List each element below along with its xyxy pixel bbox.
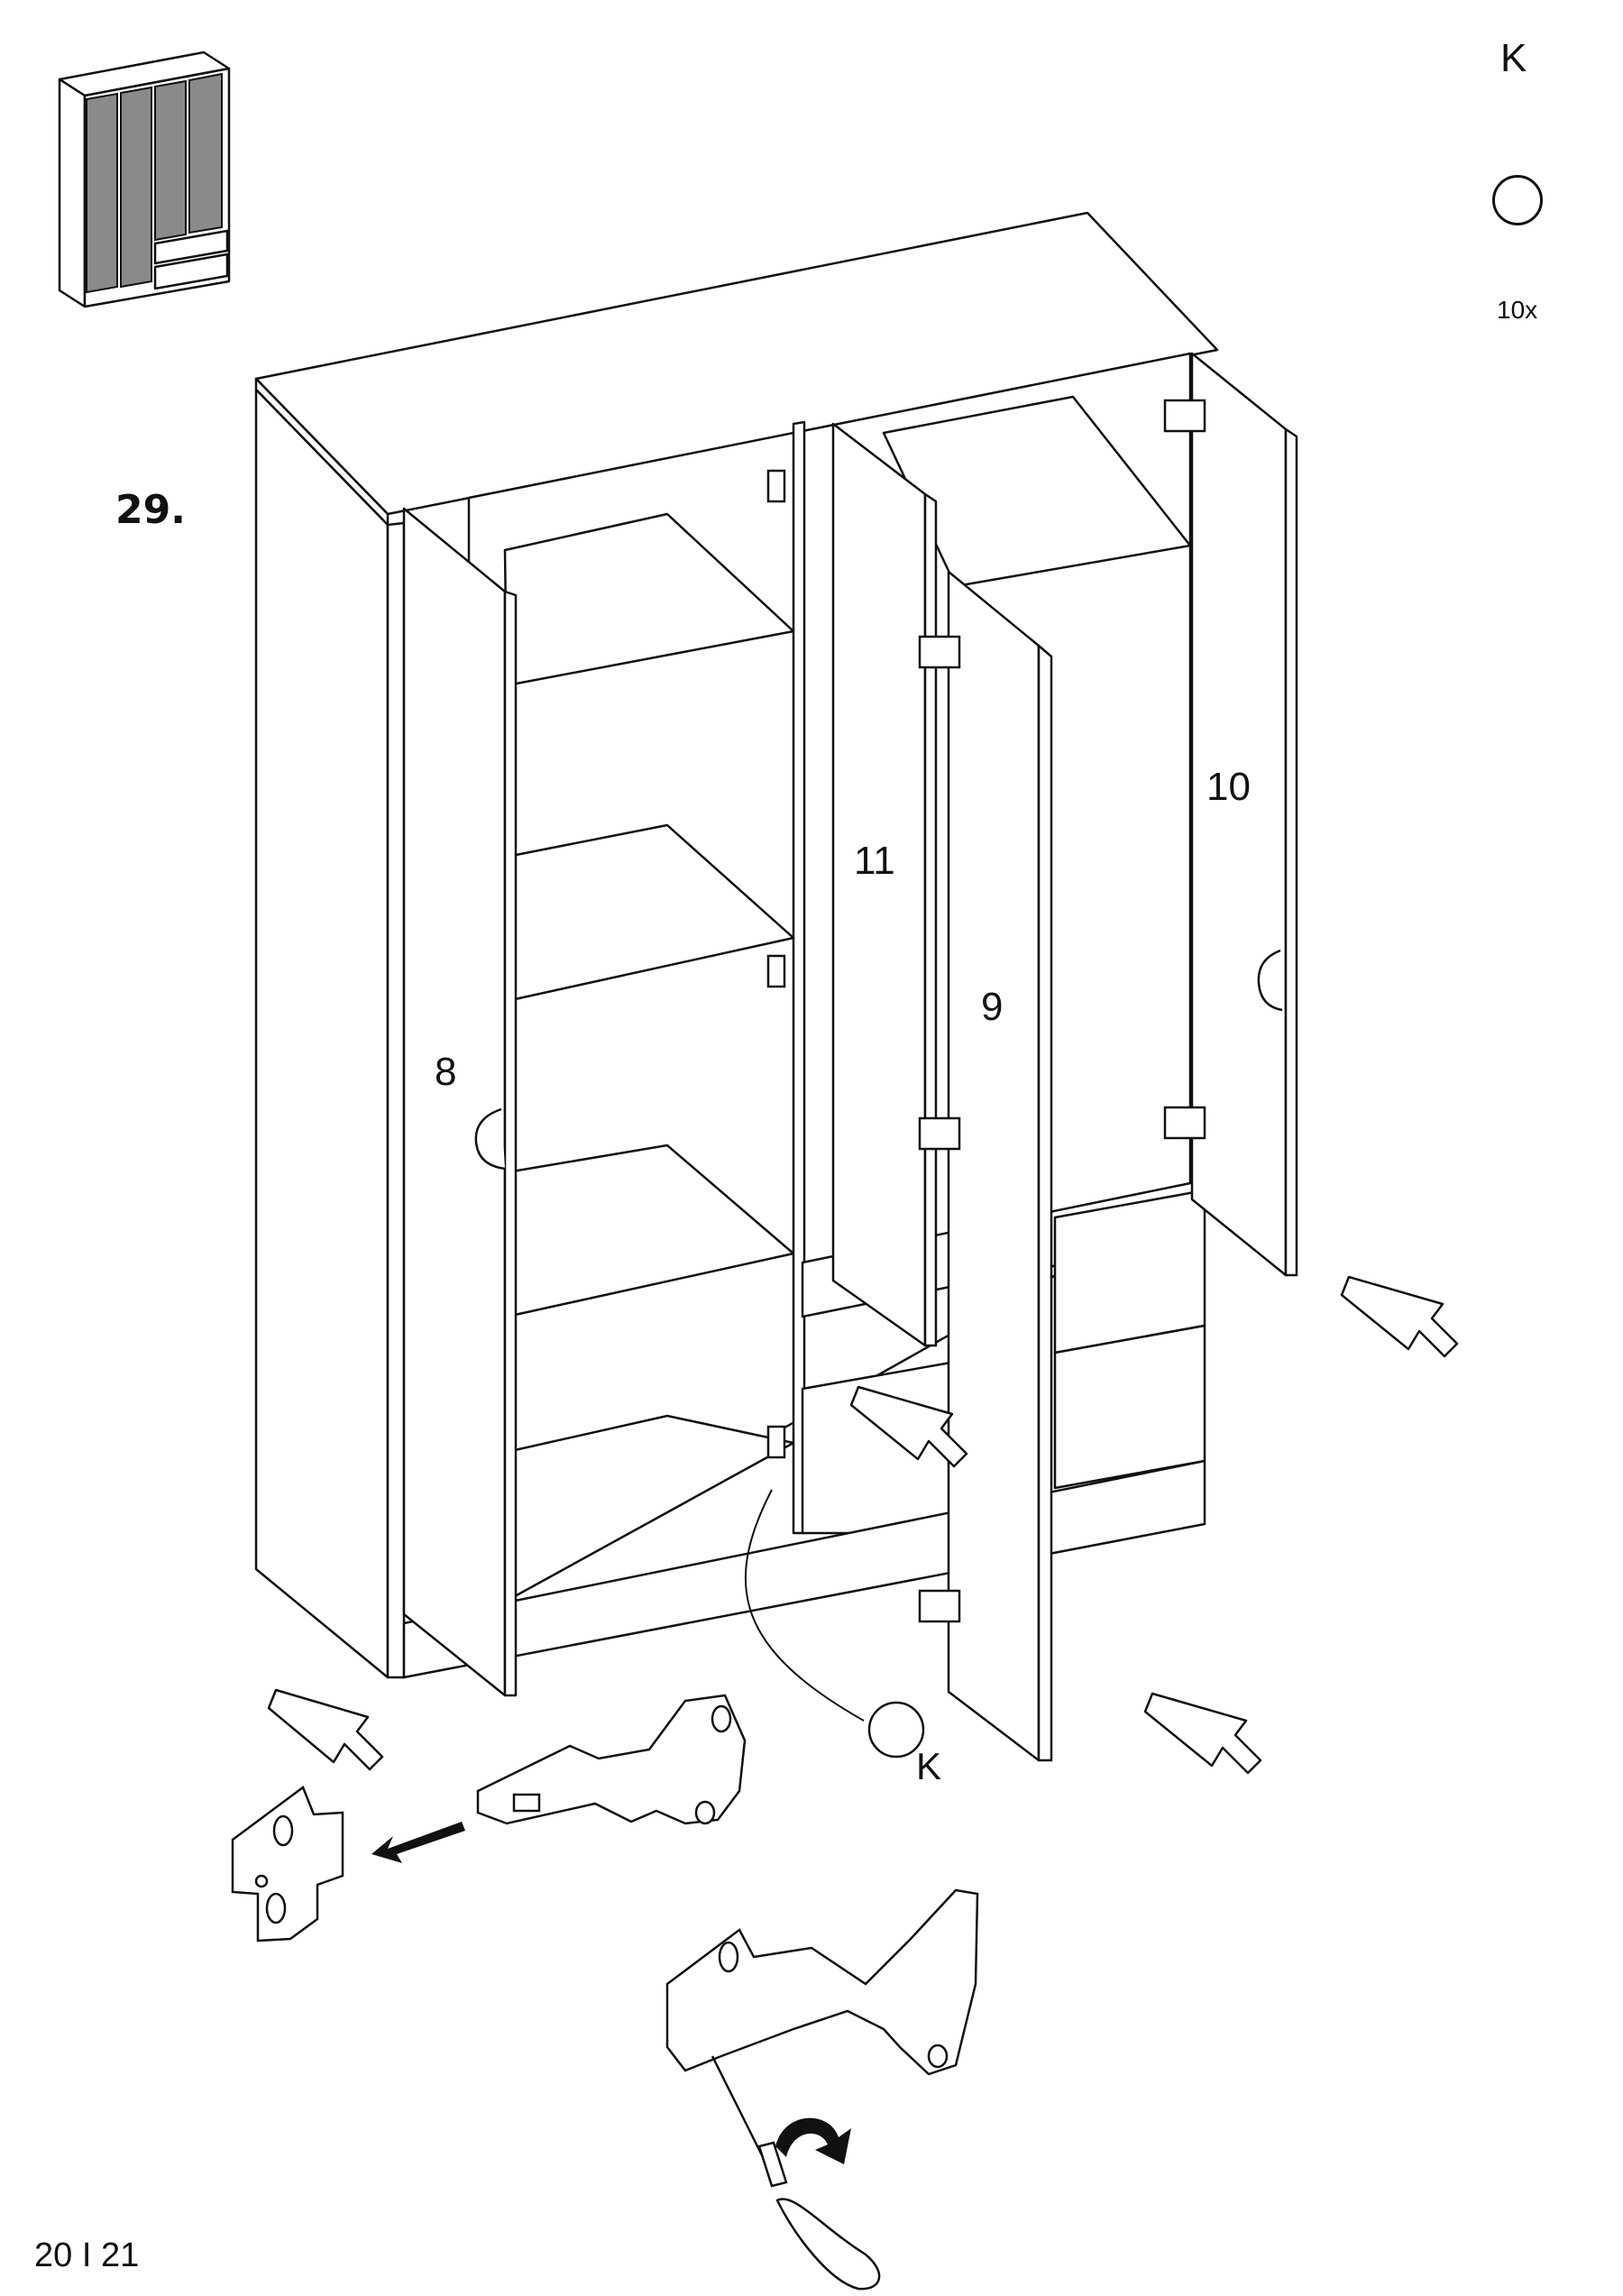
part-letter: K bbox=[1500, 36, 1527, 80]
hinge-markers bbox=[766, 399, 1206, 1623]
door-11 bbox=[831, 422, 938, 1347]
panel-label-10: 10 bbox=[1206, 765, 1251, 809]
part-circle-icon bbox=[1492, 175, 1543, 225]
separation-arrow bbox=[371, 1822, 465, 1863]
hinge-assembled bbox=[665, 1888, 979, 2076]
callout-k bbox=[745, 1489, 925, 1759]
rotation-arrow-icon bbox=[775, 2117, 851, 2164]
hinge-mounting-plate bbox=[231, 1786, 344, 1942]
door-10 bbox=[1190, 352, 1298, 1277]
wardrobe-thumbnail bbox=[58, 51, 231, 308]
panel-label-8: 8 bbox=[435, 1050, 457, 1094]
step-number: 29. bbox=[115, 487, 186, 533]
door-9 bbox=[947, 570, 1053, 1762]
screwdriver-icon bbox=[711, 2055, 881, 2291]
callout-letter: K bbox=[916, 1745, 942, 1787]
push-arrows bbox=[267, 1275, 1459, 1775]
hinge-arm bbox=[476, 1694, 747, 1825]
panel-label-9: 9 bbox=[981, 985, 1004, 1029]
page-number: 20 I 21 bbox=[34, 2236, 140, 2274]
door-8 bbox=[402, 507, 518, 1697]
wardrobe-body bbox=[254, 211, 1219, 1679]
part-quantity: 10x bbox=[1497, 296, 1538, 324]
panel-label-11: 11 bbox=[854, 839, 895, 883]
